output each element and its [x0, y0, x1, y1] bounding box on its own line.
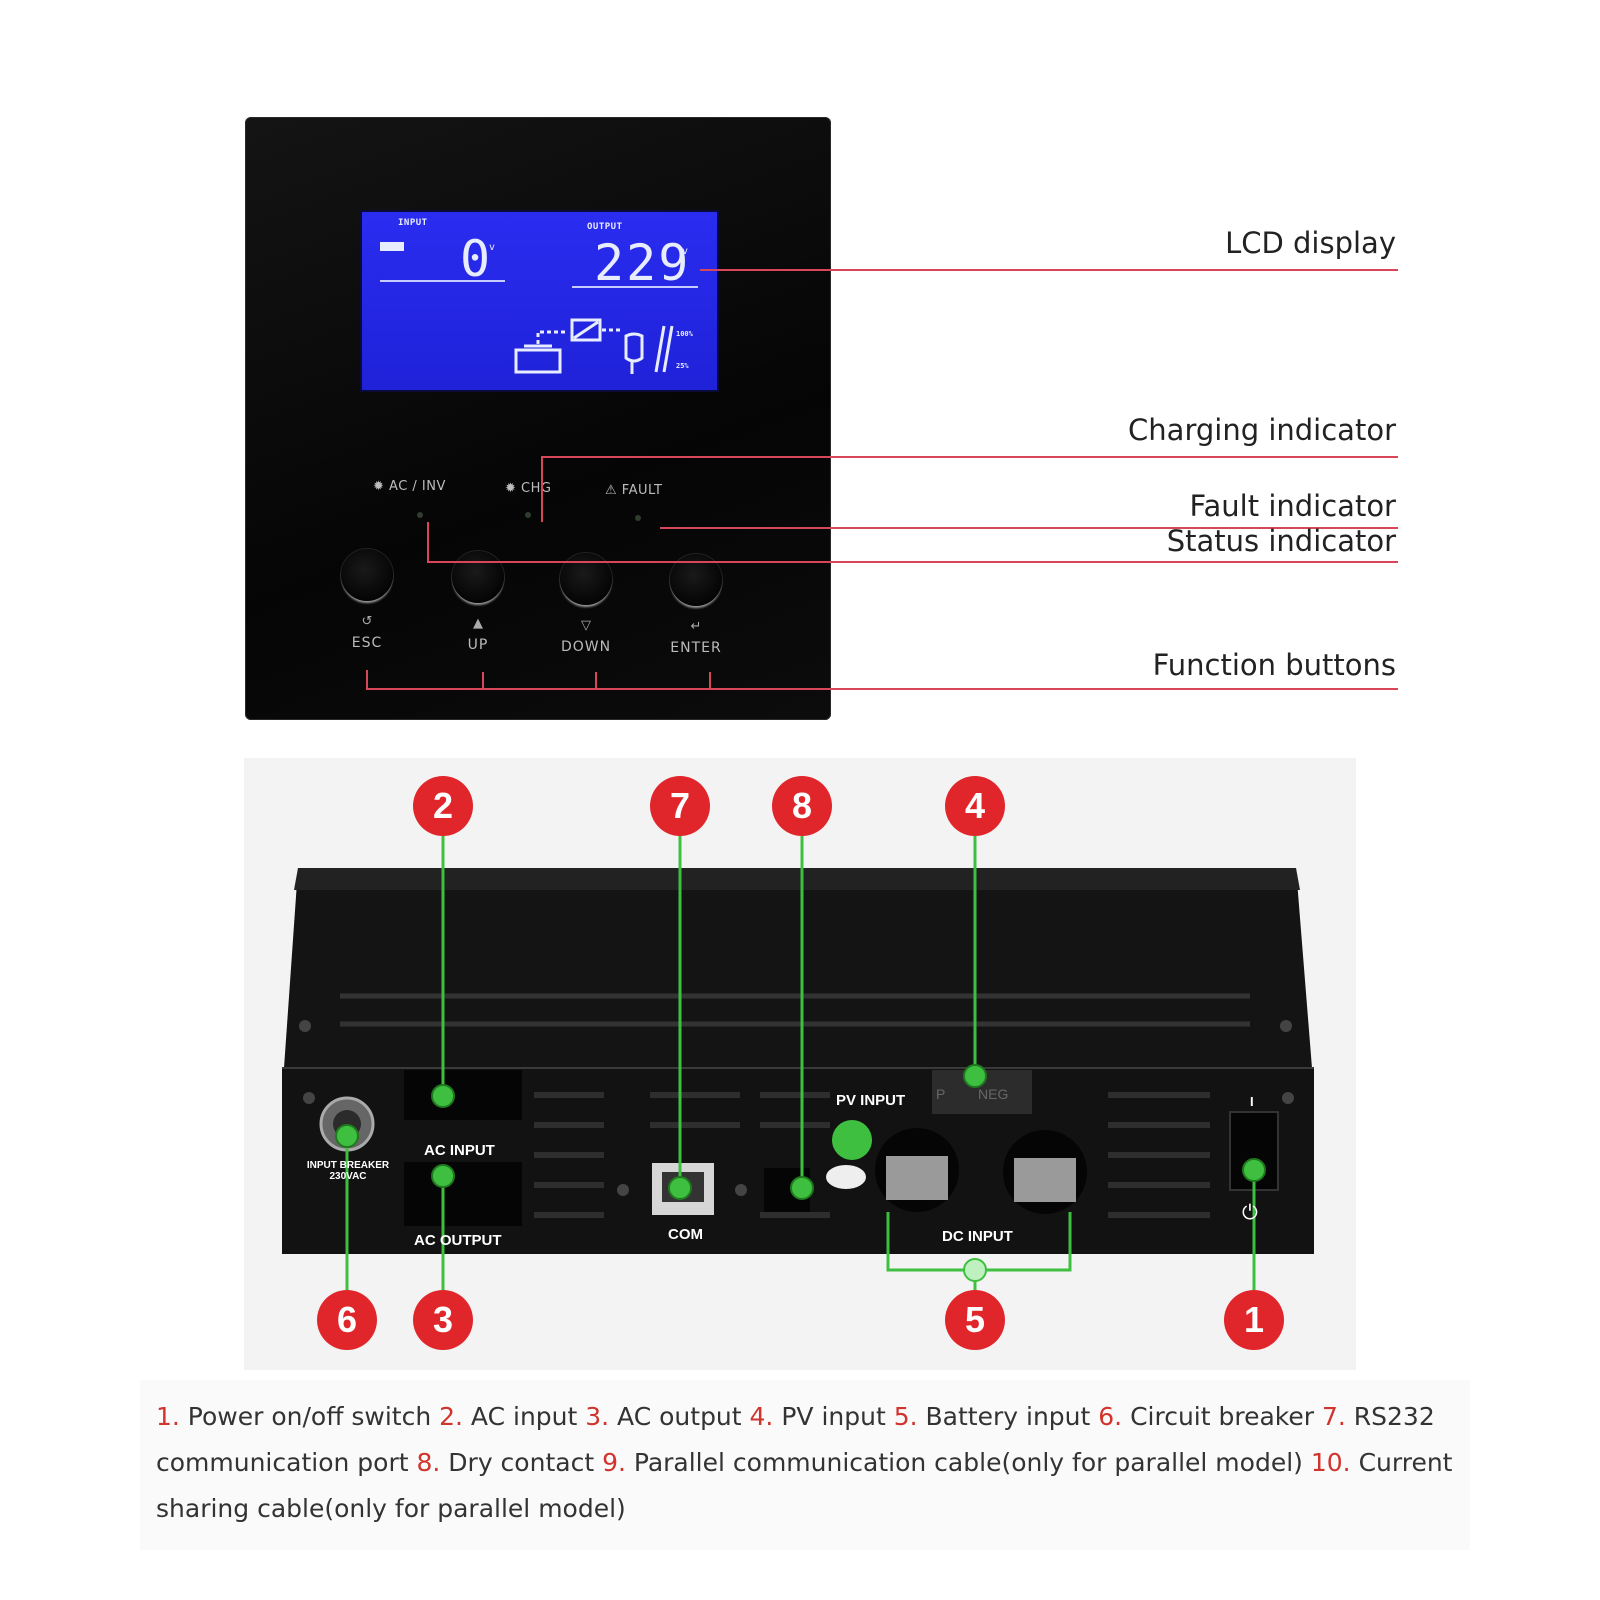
- legend-item-text: AC input: [462, 1402, 586, 1431]
- legend-box: 1. Power on/off switch 2. AC input 3. AC…: [140, 1380, 1470, 1550]
- switch-on-label: I: [1250, 1094, 1254, 1109]
- fault-indicator-callout: Fault indicator: [1189, 489, 1396, 523]
- fault-indicator-label: ⚠ FAULT: [605, 483, 663, 498]
- status-indicator-callout: Status indicator: [1166, 524, 1396, 558]
- esc-icon: ↺: [361, 614, 373, 629]
- lcd-display: INPUT 0 v OUTPUT 229 v 100% 25%: [360, 210, 719, 392]
- ac-inv-indicator-label: ✹ AC / INV: [373, 479, 446, 494]
- legend-item-text: PV input: [773, 1402, 894, 1431]
- legend-number: 4.: [749, 1402, 774, 1431]
- front-callout-lines: [366, 269, 1398, 690]
- legend-text: 1. Power on/off switch 2. AC input 3. AC…: [156, 1394, 1461, 1532]
- status-led: [417, 512, 423, 518]
- legend-number: 8.: [416, 1448, 441, 1477]
- charging-callout-line: [541, 456, 1398, 522]
- marker-4: 4: [945, 776, 1005, 836]
- legend-item-text: Current sharing cable(only for parallel …: [156, 1448, 1453, 1523]
- load-bar-icon: [654, 325, 666, 373]
- lcd-load-high: 100%: [676, 330, 693, 338]
- chg-indicator-label: ✹ CHG: [505, 481, 552, 496]
- legend-item-text: Dry contact: [440, 1448, 603, 1477]
- legend-number: 1.: [156, 1402, 180, 1431]
- rear-panel-drawing: [282, 836, 1314, 1290]
- chassis-top: [284, 868, 1312, 1068]
- sun-icon: ✹: [505, 481, 517, 496]
- legend-number: 2.: [439, 1402, 463, 1431]
- legend-number: 7.: [1321, 1402, 1346, 1431]
- marker-2: 2: [413, 776, 473, 836]
- legend-number: 10.: [1310, 1448, 1351, 1477]
- ac-input-terminal: [404, 1070, 522, 1120]
- marker-1: 1: [1224, 1290, 1284, 1350]
- lcd-input-label: INPUT: [398, 218, 428, 228]
- power-icon: ⏻: [1242, 1200, 1258, 1224]
- lcd-mode-icon: [380, 242, 404, 251]
- marker-3: 3: [413, 1290, 473, 1350]
- front-panel: INPUT 0 v OUTPUT 229 v 100% 25%: [245, 117, 831, 720]
- lcd-output-label: OUTPUT: [587, 222, 623, 232]
- fault-led: [635, 515, 641, 521]
- down-arrow-icon: ▽: [581, 618, 591, 633]
- pv-input-label: PV INPUT: [836, 1092, 906, 1109]
- qc-sticker: [832, 1120, 872, 1160]
- sun-icon: ✹: [373, 479, 385, 494]
- ac-input-label: AC INPUT: [424, 1142, 495, 1159]
- com-label: COM: [668, 1226, 703, 1243]
- legend-item-text: Circuit breaker: [1122, 1402, 1322, 1431]
- lcd-input-underline: [380, 280, 505, 282]
- marker-7: 7: [650, 776, 710, 836]
- neg-label: NEG: [978, 1086, 1009, 1102]
- lcd-load-low: 25%: [676, 362, 689, 370]
- legend-number: 6.: [1098, 1402, 1123, 1431]
- down-label: DOWN: [560, 639, 612, 655]
- legend-item-text: Power on/off switch: [179, 1402, 440, 1431]
- legend-number: 5.: [893, 1402, 918, 1431]
- lcd-output-underline: [572, 286, 698, 288]
- enter-label: ENTER: [670, 640, 722, 656]
- legend-number: 9.: [602, 1448, 626, 1477]
- enter-icon: ↵: [690, 619, 702, 634]
- esc-label: ESC: [351, 635, 383, 651]
- esc-button[interactable]: [341, 549, 393, 601]
- ac-output-label: AC OUTPUT: [414, 1232, 502, 1249]
- legend-item-text: RS232 communication port: [156, 1402, 1435, 1477]
- lcd-display-callout: LCD display: [1225, 226, 1396, 260]
- input-breaker-label: INPUT BREAKER 230VAC: [306, 1160, 390, 1182]
- up-button[interactable]: [452, 551, 504, 603]
- lcd-output-unit: v: [682, 246, 689, 257]
- legend-number: 3.: [585, 1402, 610, 1431]
- marker-5: 5: [945, 1290, 1005, 1350]
- legend-item-text: AC output: [609, 1402, 750, 1431]
- lcd-input-value: 0: [460, 230, 493, 288]
- marker-6: 6: [317, 1290, 377, 1350]
- dc-input-label: DC INPUT: [942, 1228, 1013, 1245]
- ac-output-terminal: [404, 1162, 522, 1226]
- charging-led: [525, 512, 531, 518]
- charging-indicator-callout: Charging indicator: [1128, 413, 1396, 447]
- up-label: UP: [467, 637, 489, 653]
- bulb-icon: [624, 332, 644, 363]
- inverter-icon: [570, 318, 602, 342]
- legend-item-text: Battery input: [917, 1402, 1099, 1431]
- up-arrow-icon: ▲: [473, 616, 483, 631]
- function-buttons-callout: Function buttons: [1152, 648, 1396, 682]
- lcd-power-flow-icons: [514, 318, 674, 374]
- battery-icon: [514, 348, 562, 374]
- pos-label: P: [936, 1086, 946, 1102]
- marker-8: 8: [772, 776, 832, 836]
- function-buttons-callout-line: [366, 670, 1398, 690]
- warning-icon: ⚠: [605, 483, 618, 498]
- lcd-input-unit: v: [489, 242, 496, 253]
- legend-item-text: Parallel communication cable(only for pa…: [625, 1448, 1311, 1477]
- status-callout-line: [427, 522, 1398, 563]
- lcd-output-value: 229: [594, 234, 691, 292]
